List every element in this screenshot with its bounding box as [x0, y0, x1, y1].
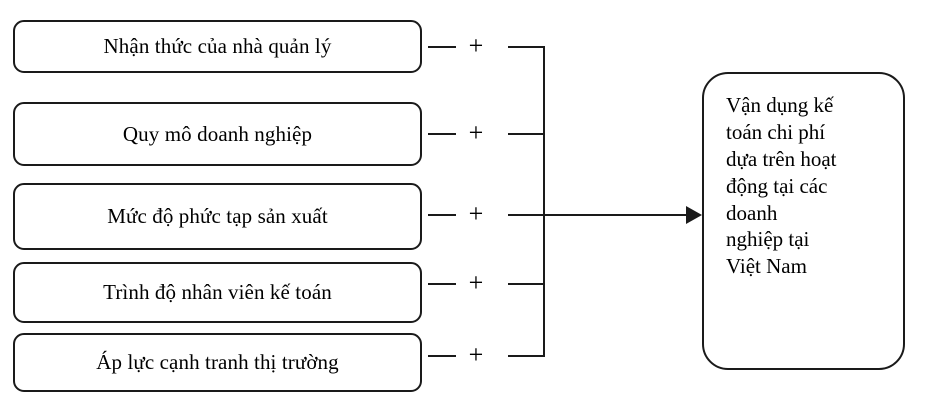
connector-stub-in-2 [428, 133, 456, 135]
plus-sign-5: + [468, 340, 484, 369]
plus-sign-2: + [468, 118, 484, 147]
outcome-line-5: doanh [726, 200, 778, 225]
factor-box-4: Trình độ nhân viên kế toán [13, 262, 422, 323]
connector-stub-out-4 [508, 283, 545, 285]
outcome-line-2: toán chi phí [726, 119, 826, 144]
factor-label-5: Áp lực cạnh tranh thị trường [96, 350, 339, 375]
connector-stub-out-1 [508, 46, 545, 48]
outcome-line-4: động tại các [726, 173, 828, 198]
outcome-arrow-head-icon [686, 206, 702, 224]
connector-stub-in-5 [428, 355, 456, 357]
connector-stub-out-2 [508, 133, 545, 135]
outcome-label: Vận dụng kế toán chi phí dựa trên hoạt đ… [726, 92, 886, 280]
collector-bus-line [543, 46, 545, 356]
factor-box-3: Mức độ phức tạp sản xuất [13, 183, 422, 250]
factor-box-1: Nhận thức của nhà quản lý [13, 20, 422, 73]
factor-label-3: Mức độ phức tạp sản xuất [107, 204, 328, 229]
outcome-line-3: dựa trên hoạt [726, 146, 837, 171]
connector-stub-in-3 [428, 214, 456, 216]
plus-sign-1: + [468, 31, 484, 60]
connector-stub-in-1 [428, 46, 456, 48]
outcome-arrow-shaft [545, 214, 692, 216]
plus-sign-4: + [468, 268, 484, 297]
factor-box-5: Áp lực cạnh tranh thị trường [13, 333, 422, 392]
connector-stub-out-5 [508, 355, 545, 357]
connector-stub-out-3 [508, 214, 545, 216]
factor-box-2: Quy mô doanh nghiệp [13, 102, 422, 166]
connector-stub-in-4 [428, 283, 456, 285]
outcome-line-6: nghiệp tại [726, 227, 810, 252]
factor-label-4: Trình độ nhân viên kế toán [103, 280, 332, 305]
plus-sign-3: + [468, 199, 484, 228]
factor-label-1: Nhận thức của nhà quản lý [103, 34, 332, 59]
outcome-line-1: Vận dụng kế [726, 93, 834, 117]
outcome-line-7: Việt Nam [726, 254, 807, 279]
outcome-box: Vận dụng kế toán chi phí dựa trên hoạt đ… [702, 72, 905, 370]
factor-label-2: Quy mô doanh nghiệp [122, 121, 313, 146]
